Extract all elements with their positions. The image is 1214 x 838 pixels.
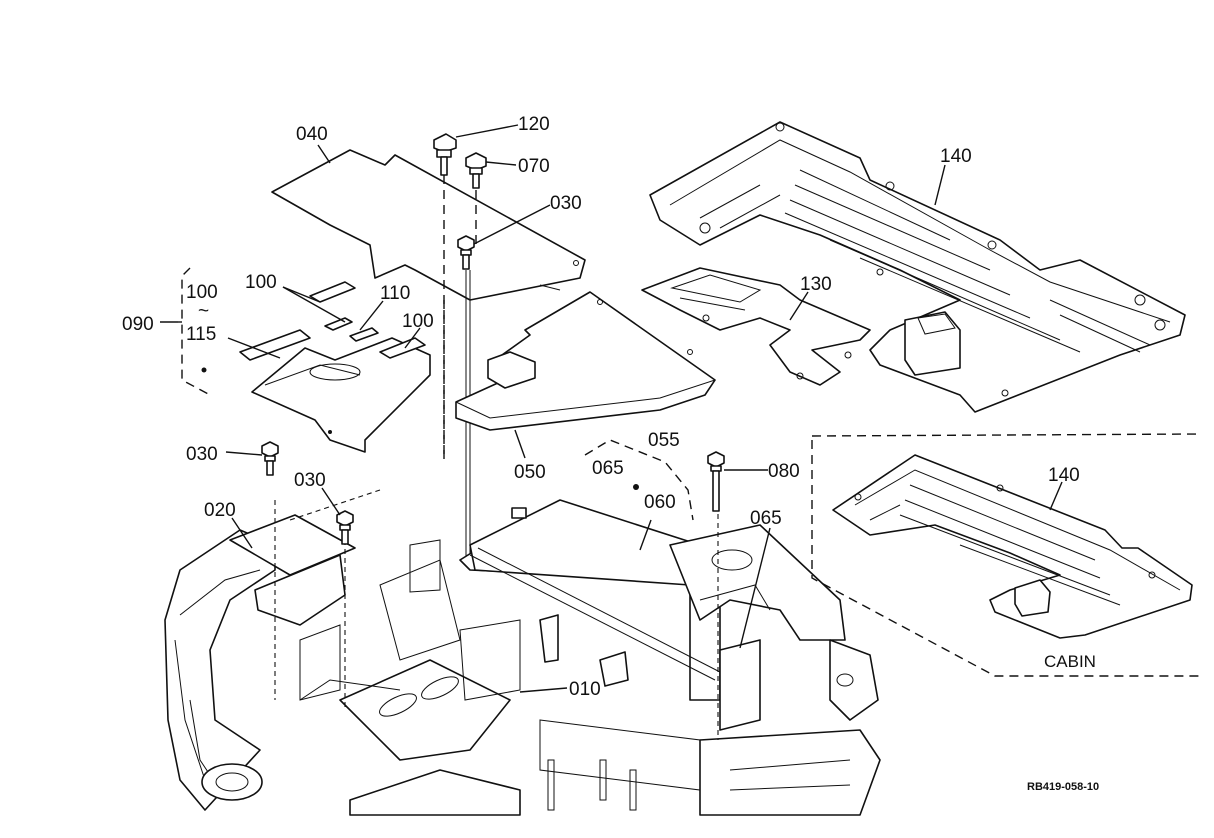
- callout-100-b: 100: [186, 282, 218, 303]
- cabin-inset: [811, 433, 1201, 677]
- callout-010: 010: [569, 679, 601, 700]
- callout-020: 020: [204, 500, 236, 521]
- bolt-030-low: [336, 510, 354, 545]
- drawing-code: RB419-058-10: [1027, 781, 1099, 793]
- callout-030-top: 030: [550, 193, 582, 214]
- callout-100-a: 100: [245, 272, 277, 293]
- callout-140-cabin: 140: [1048, 465, 1080, 486]
- callout-040: 040: [296, 124, 328, 145]
- callout-080: 080: [768, 461, 800, 482]
- callout-050: 050: [514, 462, 546, 483]
- callout-115: 115: [186, 324, 216, 345]
- floor-plate-part: [641, 267, 871, 386]
- guard-plate-part: [455, 291, 716, 431]
- callout-120: 120: [518, 114, 550, 135]
- callout-060: 060: [644, 492, 676, 513]
- floor-mat-part: [649, 121, 1186, 413]
- base-frame-part: [164, 489, 881, 816]
- callout-090-tilde: ~: [198, 301, 209, 322]
- callout-140-top: 140: [940, 146, 972, 167]
- leader-lines: [160, 124, 1063, 693]
- callout-030-mid: 030: [186, 444, 218, 465]
- callout-030-low: 030: [294, 470, 326, 491]
- insulator-assembly-part: [181, 267, 445, 460]
- bolt-070: [465, 152, 487, 245]
- callout-070: 070: [518, 156, 550, 177]
- callout-055: 055: [648, 430, 680, 451]
- callout-100-c: 100: [402, 311, 434, 332]
- callout-130: 130: [800, 274, 832, 295]
- cabin-label: CABIN: [1044, 652, 1096, 671]
- group-055-bracket: [584, 439, 694, 521]
- callout-065-a: 065: [592, 458, 624, 479]
- washer-065: [633, 484, 639, 490]
- callout-110: 110: [380, 283, 410, 304]
- bolt-030-mid: [261, 441, 279, 476]
- callout-090: 090: [122, 314, 154, 335]
- bolt-080: [707, 451, 725, 512]
- callout-065-b: 065: [750, 508, 782, 529]
